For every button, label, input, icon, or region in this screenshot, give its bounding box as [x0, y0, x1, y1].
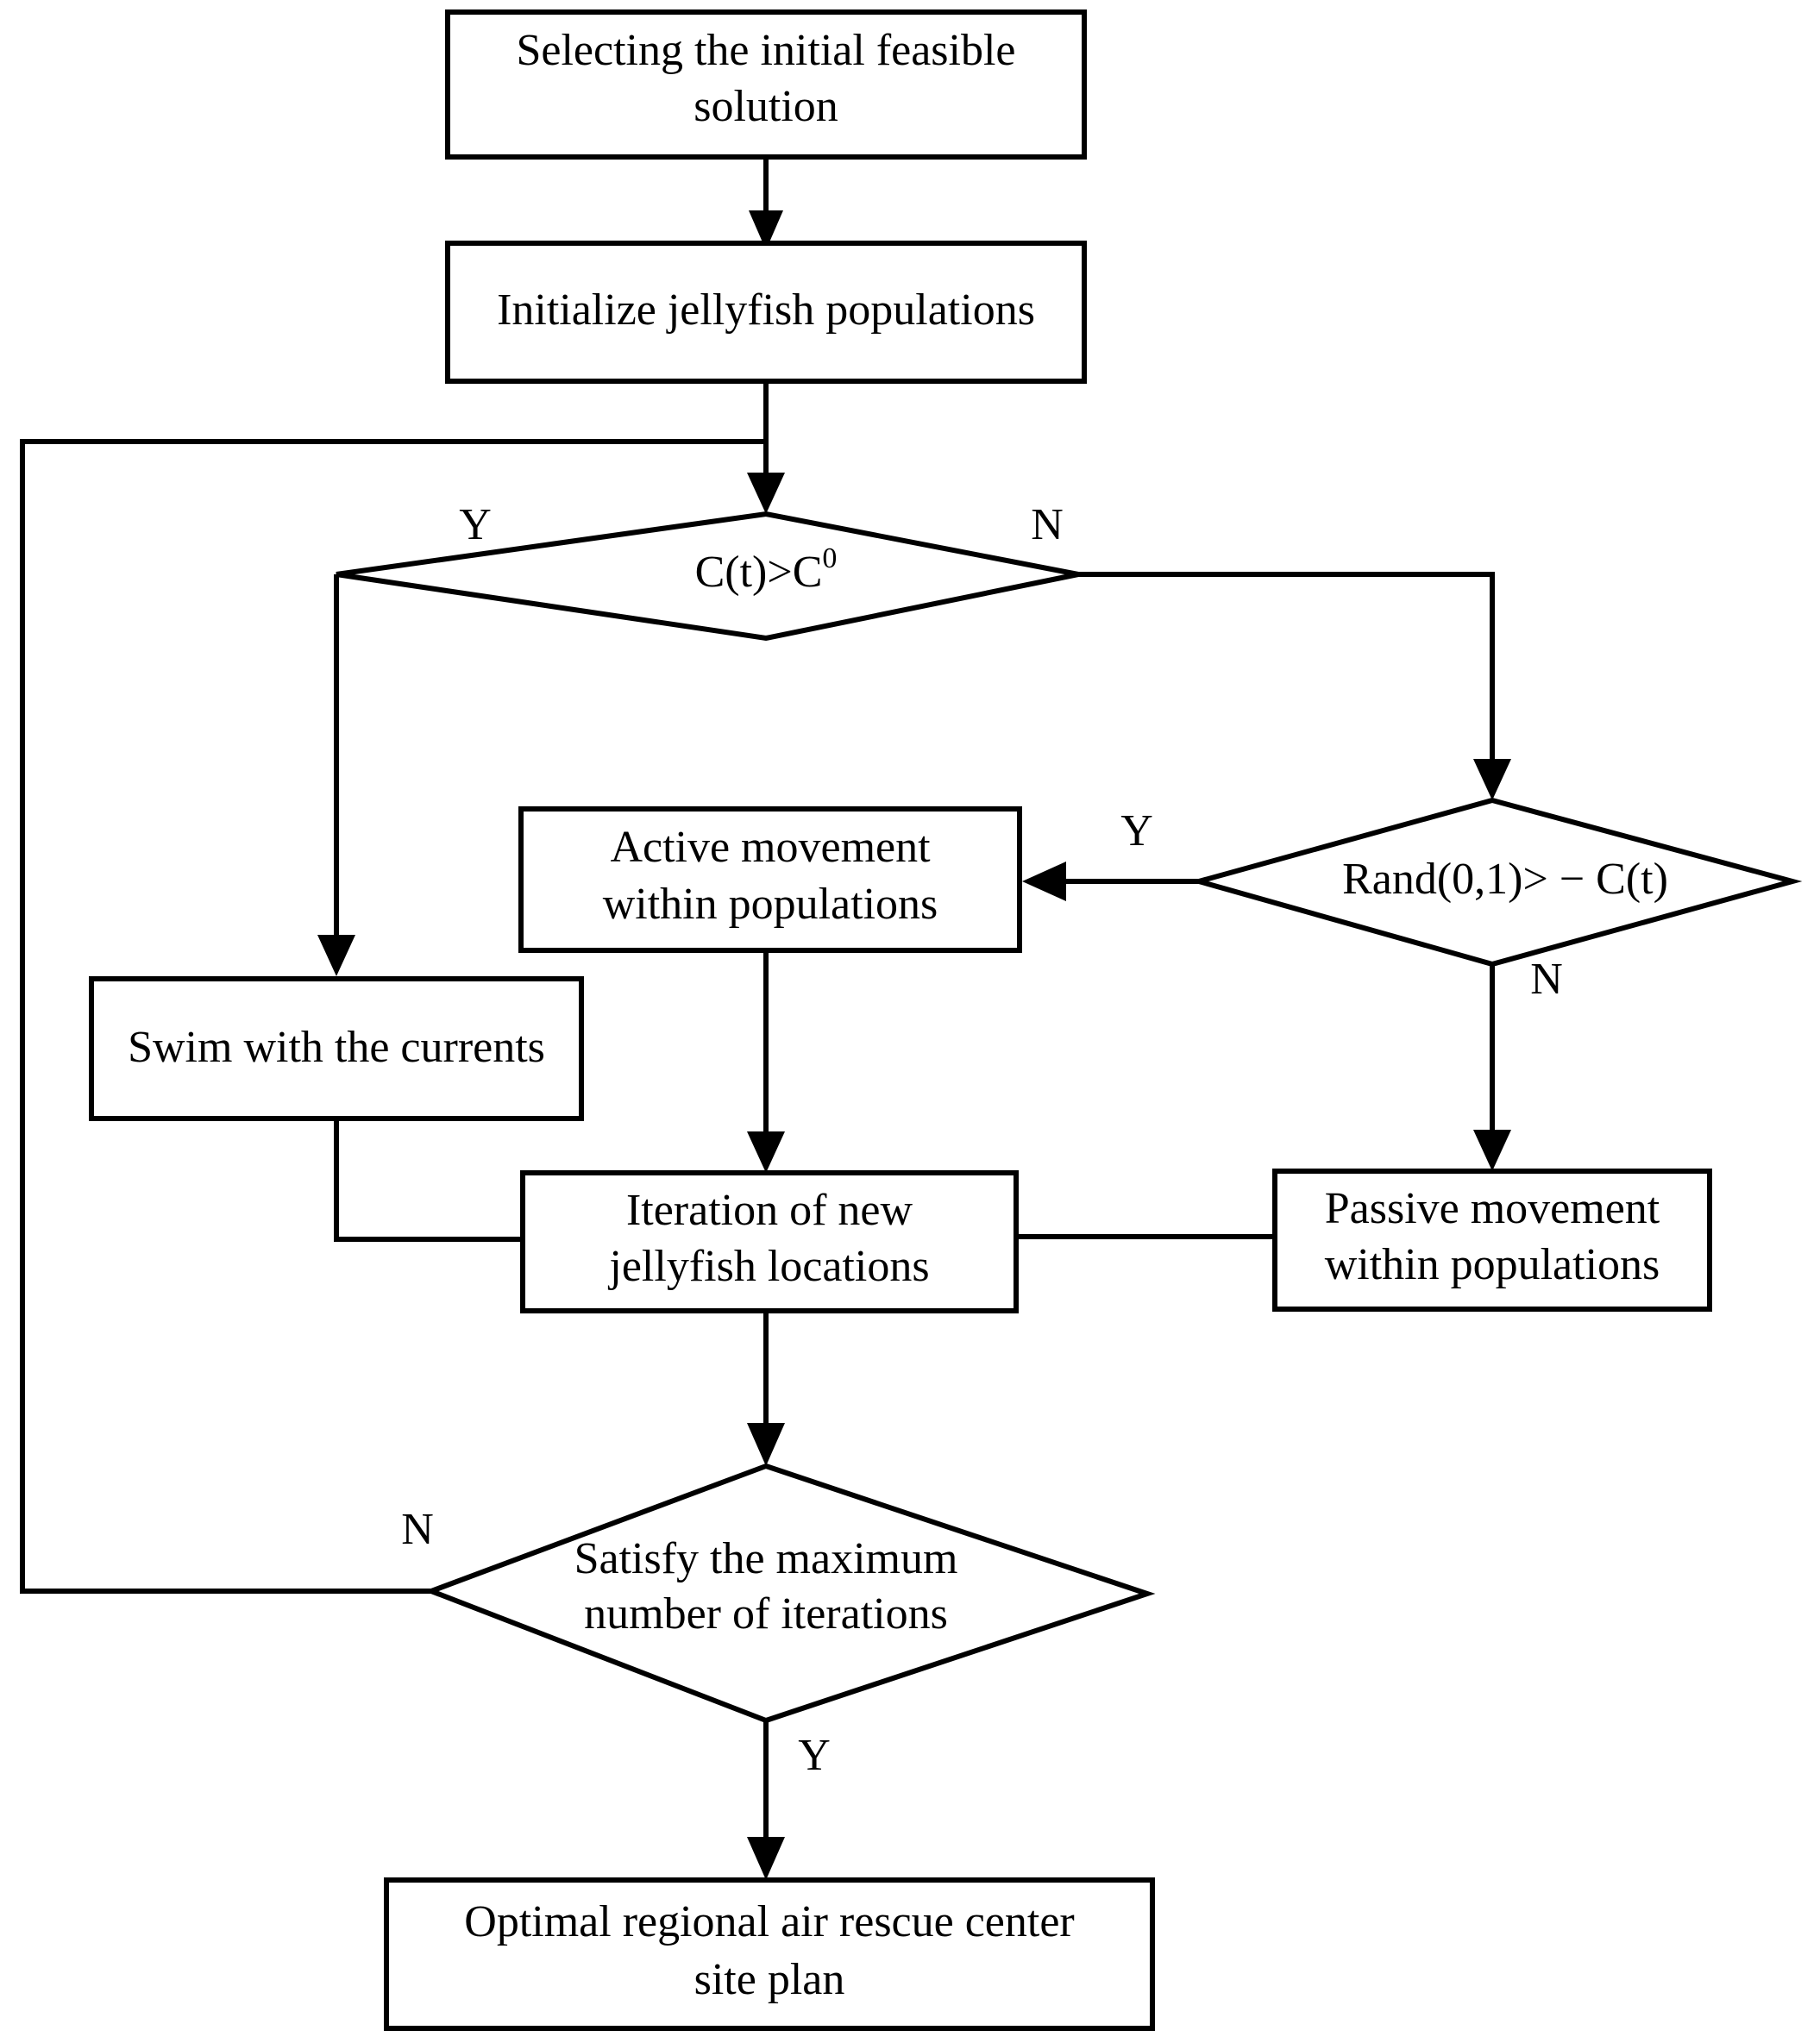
node-decision-max[interactable]: Satisfy the maximum number of iterations	[424, 1463, 1156, 1724]
branch-label-rand-no: N	[1530, 955, 1563, 1004]
node-iteration-line2: jellyfish locations	[607, 1242, 929, 1291]
node-decision-ct[interactable]: C(t)>C0	[336, 511, 1079, 642]
branch-label-max-no: N	[401, 1505, 434, 1554]
node-start-line2: solution	[693, 82, 838, 131]
edge-decision-max-to-result	[747, 1720, 785, 1880]
edge-feedback-loop	[20, 439, 766, 1594]
node-decision-ct-sup: 0	[822, 542, 837, 574]
node-decision-max-line1: Satisfy the maximum	[574, 1534, 958, 1583]
node-swim[interactable]: Swim with the currents	[89, 976, 584, 1121]
node-init-line1: Initialize jellyfish populations	[497, 285, 1035, 335]
branch-label-ct-no: N	[1031, 500, 1064, 549]
branch-label-ct-yes: Y	[459, 500, 492, 549]
node-iteration[interactable]: Iteration of new jellyfish locations	[520, 1170, 1019, 1313]
edge-init-to-decision-ct	[747, 381, 785, 514]
branch-label-rand-yes: Y	[1120, 806, 1153, 855]
node-active-line2: within populations	[603, 880, 938, 929]
node-start[interactable]: Selecting the initial feasible solution	[445, 9, 1087, 160]
node-passive[interactable]: Passive movement within populations	[1272, 1169, 1712, 1312]
edge-active-to-iteration	[747, 950, 785, 1173]
node-result-line2: site plan	[694, 1955, 845, 2004]
node-result[interactable]: Optimal regional air rescue center site …	[384, 1877, 1155, 2031]
node-swim-line1: Swim with the currents	[128, 1023, 545, 1072]
edge-ct-yes-to-swim	[317, 574, 355, 976]
node-init[interactable]: Initialize jellyfish populations	[445, 241, 1087, 384]
edge-swim-to-iteration	[334, 1119, 523, 1242]
node-active[interactable]: Active movement within populations	[518, 806, 1022, 953]
edge-start-to-init	[749, 157, 783, 250]
node-decision-rand-line1: Rand(0,1)> − C(t)	[1342, 855, 1668, 904]
branch-label-max-yes: Y	[798, 1731, 831, 1780]
node-start-line1: Selecting the initial feasible	[516, 26, 1015, 75]
node-decision-rand[interactable]: Rand(0,1)> − C(t)	[1189, 797, 1803, 968]
node-decision-max-line2: number of iterations	[584, 1589, 948, 1639]
edge-iteration-to-decision-max	[747, 1311, 785, 1466]
node-decision-ct-text: C(t)>C0	[695, 542, 838, 597]
edge-rand-yes-to-active	[1022, 862, 1199, 901]
edge-ct-no-to-rand	[1078, 572, 1511, 800]
node-passive-line1: Passive movement	[1325, 1184, 1660, 1233]
node-iteration-line1: Iteration of new	[626, 1186, 913, 1235]
edge-rand-no-to-passive	[1473, 964, 1511, 1171]
node-result-line1: Optimal regional air rescue center	[464, 1897, 1074, 1946]
node-decision-ct-main: C(t)>C	[695, 548, 823, 597]
node-active-line1: Active movement	[610, 823, 931, 872]
node-passive-line2: within populations	[1325, 1240, 1660, 1289]
